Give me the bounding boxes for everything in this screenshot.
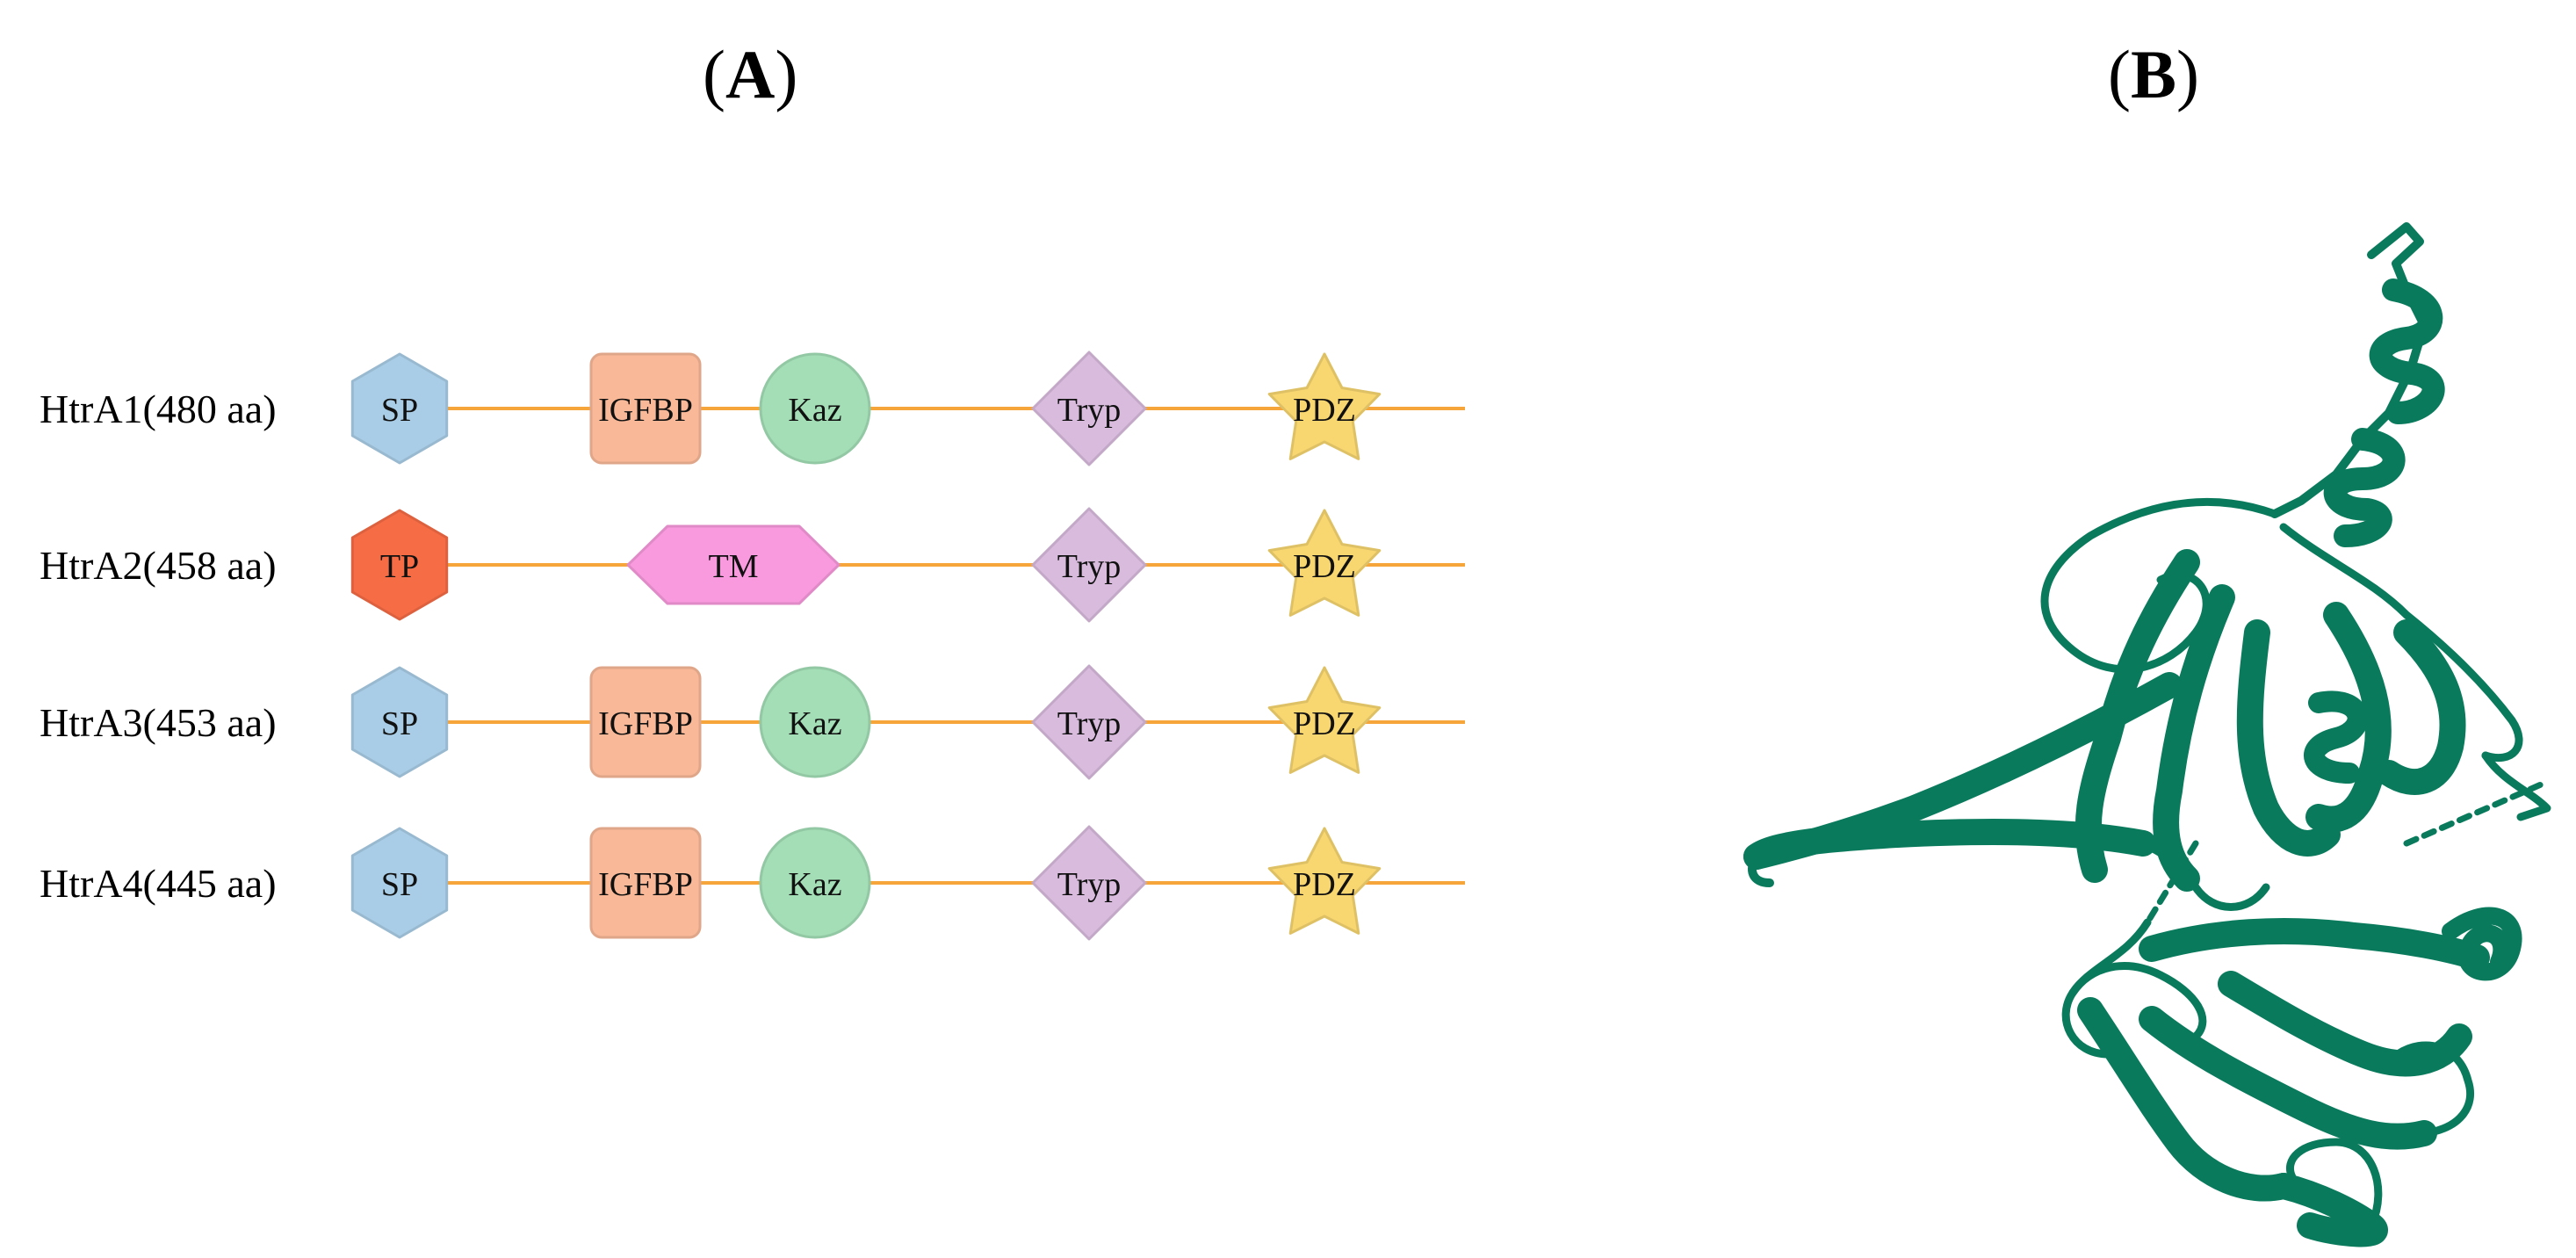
ribbon-helix [2369, 278, 2445, 424]
ribbon-strand [2077, 997, 2297, 1202]
protein-row: HtrA3(453 aa) SP IGFBP Kaz Tryp PDZ [40, 664, 1465, 780]
domain-shape-square [589, 666, 702, 778]
domain-label: PDZ [1293, 392, 1356, 429]
domain-pdz: PDZ [1267, 352, 1382, 460]
ribbon-strand [2236, 619, 2341, 857]
protein-name: HtrA2(458 aa) [40, 543, 277, 588]
domain-label: PDZ [1293, 548, 1356, 585]
domain-shape-square [589, 352, 702, 465]
domain-sp: SP [350, 352, 449, 465]
domain-igfbp: IGFBP [589, 666, 702, 778]
domain-shape-square [589, 827, 702, 939]
panel-b-letter: B [2130, 36, 2177, 112]
ribbon-helix [2323, 428, 2406, 547]
domain-kaz: Kaz [759, 352, 871, 465]
domain-label: IGFBP [598, 866, 693, 903]
domain-shape-star [1267, 509, 1382, 617]
domain-label: SP [381, 705, 418, 742]
domain-label: Kaz [788, 866, 841, 903]
domain-shape-hexagon [350, 352, 449, 465]
domain-kaz: Kaz [759, 827, 871, 939]
domain-shape-diamond [1031, 351, 1147, 466]
panel-label-b: (B) [2108, 35, 2199, 114]
domain-shape-circle [759, 352, 871, 465]
domain-label: SP [381, 392, 418, 429]
domain-shape-circle [759, 827, 871, 939]
domain-label: Tryp [1057, 548, 1122, 585]
ribbon-strand [2270, 1173, 2388, 1247]
ribbon-strand [2376, 619, 2466, 795]
domain-shape-hexagon [350, 827, 449, 939]
domain-shape-diamond [1031, 825, 1147, 941]
domain-label: Tryp [1057, 392, 1122, 429]
domain-sp: SP [350, 666, 449, 778]
panel-b-open: ( [2108, 36, 2131, 112]
ribbon-strand [2139, 918, 2490, 971]
domain-tryp: Tryp [1031, 507, 1147, 623]
domain-label: IGFBP [598, 705, 693, 742]
ribbon-gap-dashed [2403, 778, 2551, 847]
protein-row: HtrA2(458 aa) TP TM Tryp PDZ [40, 507, 1465, 623]
domain-label: Kaz [788, 705, 841, 742]
ribbon-loop [2286, 1138, 2383, 1230]
ribbon-loop [2279, 523, 2523, 763]
domain-label: Tryp [1057, 705, 1122, 742]
ribbon-gap-dashed [2144, 840, 2199, 926]
ribbon-loop [1748, 852, 1774, 887]
domain-label: TM [709, 548, 759, 585]
ribbon-strand [1743, 819, 2156, 870]
domain-label: Tryp [1057, 866, 1122, 903]
protein-ribbon-structure [1743, 222, 2551, 1247]
domain-pdz: PDZ [1267, 666, 1382, 774]
domain-shape-diamond [1031, 664, 1147, 780]
protein-name: HtrA3(453 aa) [40, 700, 277, 745]
protein-row: HtrA1(480 aa) SP IGFBP Kaz Tryp PDZ [40, 351, 1465, 466]
panel-a-letter: A [725, 36, 776, 112]
domain-shape-long-hexagon [626, 524, 841, 605]
domain-label: PDZ [1293, 866, 1356, 903]
domain-tryp: Tryp [1031, 351, 1147, 466]
panel-label-a: (A) [703, 35, 797, 114]
domain-label: Kaz [788, 392, 841, 429]
domain-shape-hexagon [350, 666, 449, 778]
ribbon-strand [2153, 584, 2235, 892]
ribbon-loop [2481, 751, 2551, 821]
domain-tp: TP [350, 509, 449, 621]
domain-igfbp: IGFBP [589, 352, 702, 465]
domain-label: TP [380, 548, 419, 585]
ribbon-helix [2442, 907, 2522, 981]
domain-kaz: Kaz [759, 666, 871, 778]
domain-label: PDZ [1293, 705, 1356, 742]
domain-shape-star [1267, 666, 1382, 774]
protein-name: HtrA1(480 aa) [40, 387, 277, 431]
domain-shape-circle [759, 666, 871, 778]
panel-b-close: ) [2176, 36, 2199, 112]
domain-tryp: Tryp [1031, 825, 1147, 941]
domain-tm: TM [626, 524, 841, 605]
ribbon-strand [2218, 971, 2472, 1077]
domain-sp: SP [350, 827, 449, 939]
ribbon-helix [2304, 690, 2369, 784]
panel-a-open: ( [703, 36, 725, 112]
domain-label: IGFBP [598, 392, 693, 429]
domain-shape-hexagon [350, 509, 449, 621]
protein-row: HtrA4(445 aa) SP IGFBP Kaz Tryp PDZ [40, 825, 1465, 941]
ribbon-strand [2139, 1006, 2437, 1150]
ribbon-loop [2068, 962, 2207, 1041]
panel-a-close: ) [775, 36, 798, 112]
domain-shape-diamond [1031, 507, 1147, 623]
domain-shape-star [1267, 827, 1382, 935]
domain-igfbp: IGFBP [589, 827, 702, 939]
ribbon-strand [2305, 602, 2392, 833]
domain-shape-star [1267, 352, 1382, 460]
domain-pdz: PDZ [1267, 509, 1382, 617]
protein-name: HtrA4(445 aa) [40, 861, 277, 906]
domain-label: SP [381, 866, 418, 903]
domain-pdz: PDZ [1267, 827, 1382, 935]
ribbon-loop [2139, 839, 2270, 911]
domain-tryp: Tryp [1031, 664, 1147, 780]
ribbon-loop [2393, 1041, 2475, 1138]
